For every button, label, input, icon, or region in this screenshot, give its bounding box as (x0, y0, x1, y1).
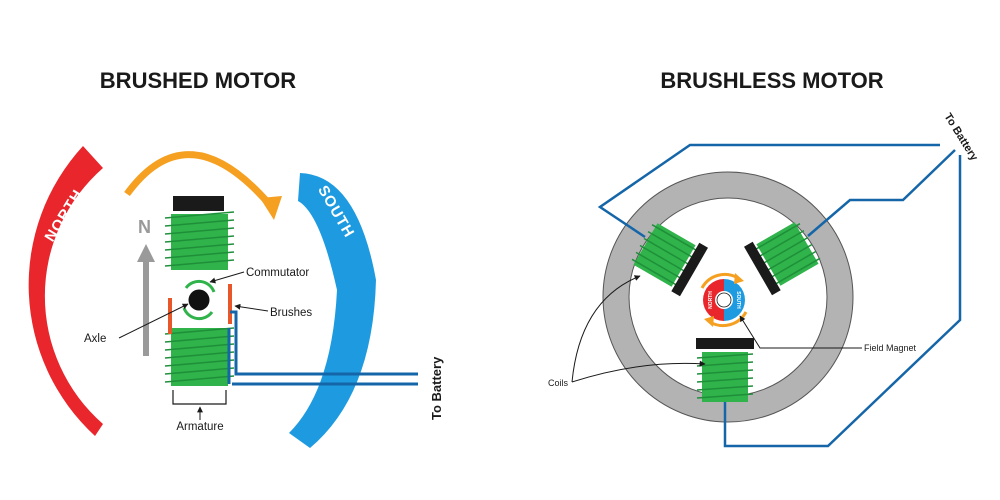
axle-label: Axle (84, 333, 106, 345)
left-brush (168, 298, 172, 334)
right-brush (228, 284, 232, 324)
coils-pointer-1 (571, 275, 641, 383)
commutator-segment-top (184, 279, 216, 293)
rotation-arrow (124, 151, 282, 220)
field-magnet-label: Field Magnet (864, 343, 917, 353)
magnet-south-label: SOUTH (735, 291, 741, 309)
commutator-pointer (209, 271, 245, 284)
coil-bottom (696, 338, 754, 402)
axle-pointer (118, 303, 189, 339)
magnet-north-label: NORTH (708, 291, 714, 309)
brushed-title: BRUSHED MOTOR (100, 68, 296, 93)
stator-housing (603, 172, 853, 422)
north-pole-magnet (28, 146, 104, 436)
brushless-title: BRUSHLESS MOTOR (660, 68, 883, 93)
commutator-segment-bottom (182, 307, 214, 321)
south-pole-magnet (289, 173, 376, 448)
brushless-battery-wires (597, 143, 962, 448)
brushes-pointer (234, 303, 269, 312)
brushed-battery-label: To Battery (429, 356, 444, 420)
armature-top-cap (173, 196, 224, 211)
n-indicator-label: N (138, 217, 151, 237)
brushes-label: Brushes (270, 307, 312, 319)
armature-lower-coil (164, 327, 235, 386)
field-magnet-pointer (739, 315, 862, 349)
armature-label: Armature (176, 421, 223, 433)
commutator-label: Commutator (246, 267, 309, 279)
coils-label: Coils (548, 378, 569, 388)
axle (188, 289, 210, 311)
brushed-battery-wires (227, 310, 418, 386)
coils-pointer-2 (571, 360, 706, 383)
armature-bracket (172, 390, 227, 405)
brushed-motor-panel: BRUSHED MOTOR NORTH SOUTH N (28, 68, 444, 448)
armature-upper-coil (164, 211, 235, 270)
field-magnet: NORTH SOUTH (700, 272, 748, 328)
coil-upper-left (631, 223, 708, 297)
coil-upper-right (744, 222, 821, 296)
brushless-motor-panel: BRUSHLESS MOTOR (548, 68, 980, 448)
north-direction-arrow: N (137, 217, 155, 356)
